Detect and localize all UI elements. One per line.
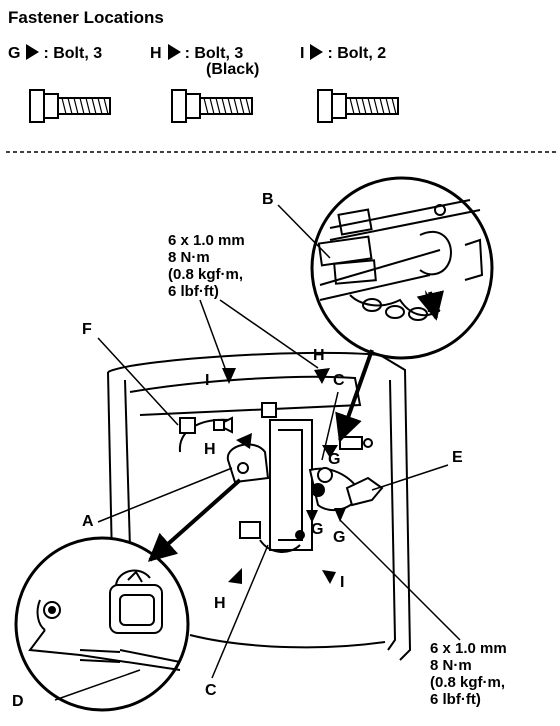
callout-c-lower: C [205,682,217,699]
callout-d: D [12,693,24,710]
fastener-h-label: H : Bolt, 3 [150,44,243,62]
fastener-i-letter: I [300,45,305,62]
callout-c-upper: C [333,372,345,389]
spec-lower-line-2: 8 N·m [430,657,472,674]
triangle-marker-icon [310,44,324,60]
callout-f: F [82,321,92,338]
marker-i-lower-icon [322,570,336,584]
clip-icon [213,416,233,434]
square-clip-icon [179,417,196,434]
marker-i-upper-icon [222,368,236,384]
spec-upper-line-2: 8 N·m [168,249,210,266]
detail-b-pointer [335,349,374,443]
door-lock-actuator [178,402,384,553]
page-title: Fastener Locations [8,8,164,27]
fastener-g-letter: G [8,45,21,62]
fastener-h-letter: H [150,45,162,62]
torque-spec-upper: 6 x 1.0 mm 8 N·m (0.8 kgf·m, 6 lbf·ft) [168,232,245,300]
fastener-h-note: (Black) [206,61,260,78]
fastener-g-desc: : Bolt, 3 [43,45,103,62]
marker-h-mid-icon [236,433,252,449]
spec-upper-line-1: 6 x 1.0 mm [168,232,245,249]
marker-g-upper-icon [322,445,338,458]
bolt-h-icon [171,89,253,123]
fastener-g-label: G : Bolt, 3 [8,44,102,62]
fastener-i-label: I : Bolt, 2 [300,44,386,62]
spec-upper-line-4: 6 lbf·ft) [168,283,219,300]
marker-g-right-icon [334,508,346,522]
callout-h-upper: H [313,347,325,364]
fastener-h-desc: : Bolt, 3 [184,45,244,62]
callout-h-lower: H [214,595,226,612]
leader-lines [54,204,461,701]
bolt-g-icon [29,89,111,123]
torque-spec-lower: 6 x 1.0 mm 8 N·m (0.8 kgf·m, 6 lbf·ft) [430,640,507,708]
marker-h-lower-icon [228,568,242,584]
callout-g-left: G [311,521,324,538]
marker-h-upper-icon [314,368,330,384]
spec-lower-line-4: 6 lbf·ft) [430,691,481,708]
fastener-i-desc: : Bolt, 2 [327,45,387,62]
detail-circle-b [310,176,494,360]
triangle-marker-icon [167,44,181,60]
callout-i-upper: I [205,372,210,389]
callout-g-right: G [333,529,346,546]
spec-lower-line-1: 6 x 1.0 mm [430,640,507,657]
callout-h-mid: H [204,441,216,458]
detail-d-pointer [147,478,242,562]
callout-g-upper: G [328,451,341,468]
fastener-markers [222,368,346,584]
detail-circle-d [14,536,190,712]
triangle-marker-icon [26,44,40,60]
callout-a: A [82,513,94,530]
callout-b: B [262,191,274,208]
spec-lower-line-3: (0.8 kgf·m, [430,674,506,691]
marker-g-left-icon [306,510,318,523]
spec-upper-line-3: (0.8 kgf·m, [168,266,244,283]
bolt-i-icon [317,89,399,123]
callout-e: E [452,449,463,466]
callout-i-lower: I [340,574,345,591]
